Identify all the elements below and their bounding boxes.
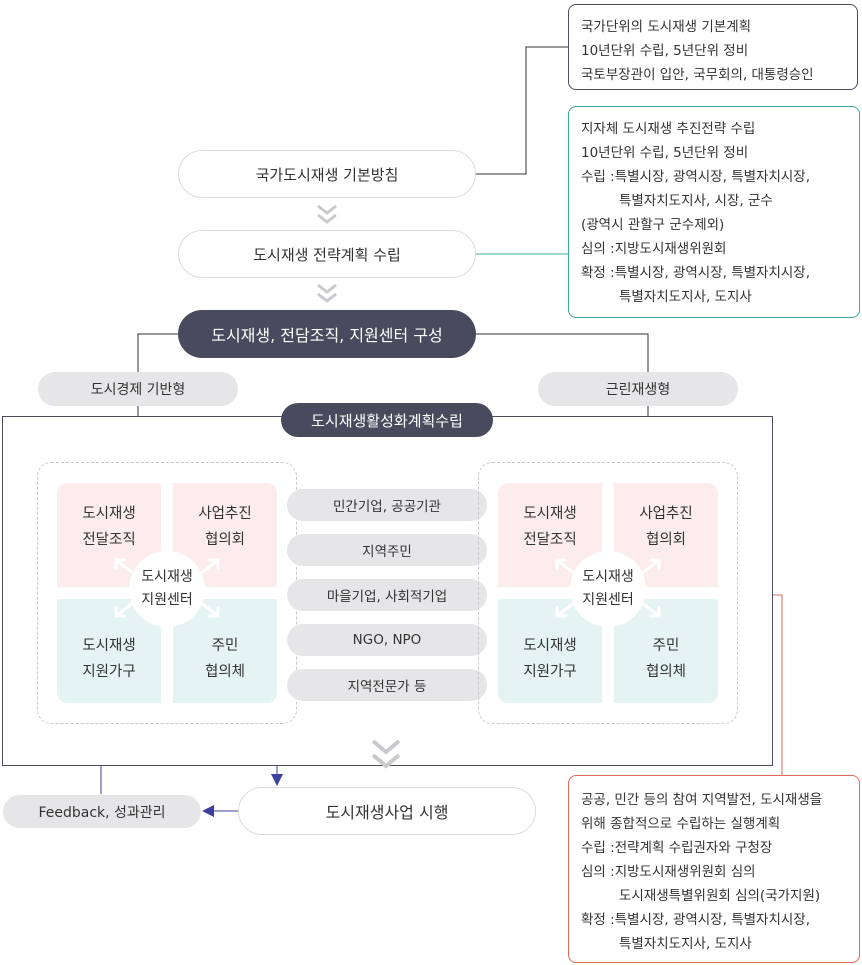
note-label: 심의 : xyxy=(581,241,615,257)
quad-label: 주민 협의체 xyxy=(645,638,687,680)
note-value: 특별시장, 광역시장, 특별자치시장, xyxy=(614,912,811,928)
note-value: 특별시장, 광역시장, 특별자치시장, xyxy=(614,169,811,185)
note-label: 확정 : xyxy=(581,912,615,928)
note-line: 도시재생특별위원회 심의(국가지원) xyxy=(619,888,821,904)
note-line: (광역시 관할구 군수제외) xyxy=(581,217,725,233)
quad-label: 사업추진 협의회 xyxy=(639,506,693,548)
note-value: 전략계획 수립권자와 구청장 xyxy=(614,840,773,856)
note-label: 확정 : xyxy=(581,265,615,281)
note-activation-plan: 공공, 민간 등의 참여 지역발전, 도시재생을 위해 종합적으로 수립하는 실… xyxy=(568,775,860,963)
diagonal-double-arrow-icon xyxy=(555,558,661,618)
note-strategic-plan: 지자체 도시재생 추진전략 수립 10년단위 수립, 5년단위 정비 수립 : … xyxy=(568,106,860,318)
note-row-establish: 수립 : 전략계획 수립권자와 구청장 xyxy=(581,836,847,860)
arrow-left-blue-icon xyxy=(202,805,214,817)
basic-policy-node: 국가도시재생 기본방침 xyxy=(178,150,476,198)
note-line: 국가단위의 도시재생 기본계획 xyxy=(581,19,752,35)
note-value: 특별시장, 광역시장, 특별자치시장, xyxy=(614,265,811,281)
quad-label: 도시재생 지원가구 xyxy=(523,638,577,680)
quad-label: 도시재생 지원가구 xyxy=(82,638,136,680)
type-right-label: 근린재생형 xyxy=(538,372,738,406)
support-center-label: 도시재생 지원센터 xyxy=(582,569,634,608)
arrow-down-blue-icon xyxy=(271,774,283,786)
note-line: 위해 종합적으로 수립하는 실행계획 xyxy=(581,816,781,832)
participant-item: 지역주민 xyxy=(287,534,487,566)
activation-plan-title: 도시재생활성화계획수립 xyxy=(281,403,493,437)
feedback-node: Feedback, 성과관리 xyxy=(3,795,201,828)
participant-item: 지역전문가 등 xyxy=(287,669,487,701)
note-row-review: 심의 : 지방도시재생위원회 xyxy=(581,237,847,261)
quad-business-council: 사업추진 협의회 xyxy=(173,483,277,587)
note-line: 국토부장관이 입안, 국무회의, 대통령승인 xyxy=(581,67,814,83)
note-row-review: 심의 : 지방도시재생위원회 심의 xyxy=(581,860,847,884)
note-line: 지자체 도시재생 추진전략 수립 xyxy=(581,121,756,137)
note-label: 수립 : xyxy=(581,169,615,185)
quad-label: 도시재생 전달조직 xyxy=(82,506,136,548)
double-chevron-down-icon xyxy=(317,204,337,224)
quad-label: 도시재생 전달조직 xyxy=(523,506,577,548)
note-line: 공공, 민간 등의 참여 지역발전, 도시재생을 xyxy=(581,792,823,808)
support-center-label: 도시재생 지원센터 xyxy=(141,569,193,608)
note-line: 특별자치도지사, 도지사 xyxy=(619,289,752,305)
note-value: 지방도시재생위원회 xyxy=(614,241,727,257)
note-line: 특별자치도지사, 시장, 군수 xyxy=(619,193,773,209)
note-label: 수립 : xyxy=(581,840,615,856)
participant-item: 마을기업, 사회적기업 xyxy=(287,579,487,611)
strategic-plan-node: 도시재생 전략계획 수립 xyxy=(178,230,476,278)
note-label: 심의 : xyxy=(581,864,615,880)
participant-item: 민간기업, 공공기관 xyxy=(287,489,487,521)
note-row-confirm: 확정 : 특별시장, 광역시장, 특별자치시장, xyxy=(581,261,847,285)
cluster-right xyxy=(478,462,738,724)
double-chevron-down-icon xyxy=(371,739,401,769)
support-center-circle: 도시재생 지원센터 xyxy=(129,551,205,627)
quad-label: 사업추진 협의회 xyxy=(198,506,252,548)
note-line: 10년단위 수립, 5년단위 정비 xyxy=(581,43,749,59)
note-basic-plan: 국가단위의 도시재생 기본계획 10년단위 수립, 5년단위 정비 국토부장관이… xyxy=(568,4,858,90)
organization-node: 도시재생, 전담조직, 지원센터 구성 xyxy=(178,310,476,358)
note-line: 특별자치도지사, 도지사 xyxy=(619,936,752,952)
support-center-circle: 도시재생 지원센터 xyxy=(570,551,646,627)
note-value: 지방도시재생위원회 심의 xyxy=(614,864,756,880)
note-line: 10년단위 수립, 5년단위 정비 xyxy=(581,145,749,161)
double-chevron-down-icon xyxy=(317,283,337,303)
note-row-establish: 수립 : 특별시장, 광역시장, 특별자치시장, xyxy=(581,165,847,189)
note-row-confirm: 확정 : 특별시장, 광역시장, 특별자치시장, xyxy=(581,908,847,932)
type-left-label: 도시경제 기반형 xyxy=(38,372,238,406)
execution-node: 도시재생사업 시행 xyxy=(238,787,536,835)
participant-item: NGO, NPO xyxy=(287,624,487,656)
quad-label: 주민 협의체 xyxy=(204,638,246,680)
diagonal-double-arrow-icon xyxy=(114,558,220,618)
